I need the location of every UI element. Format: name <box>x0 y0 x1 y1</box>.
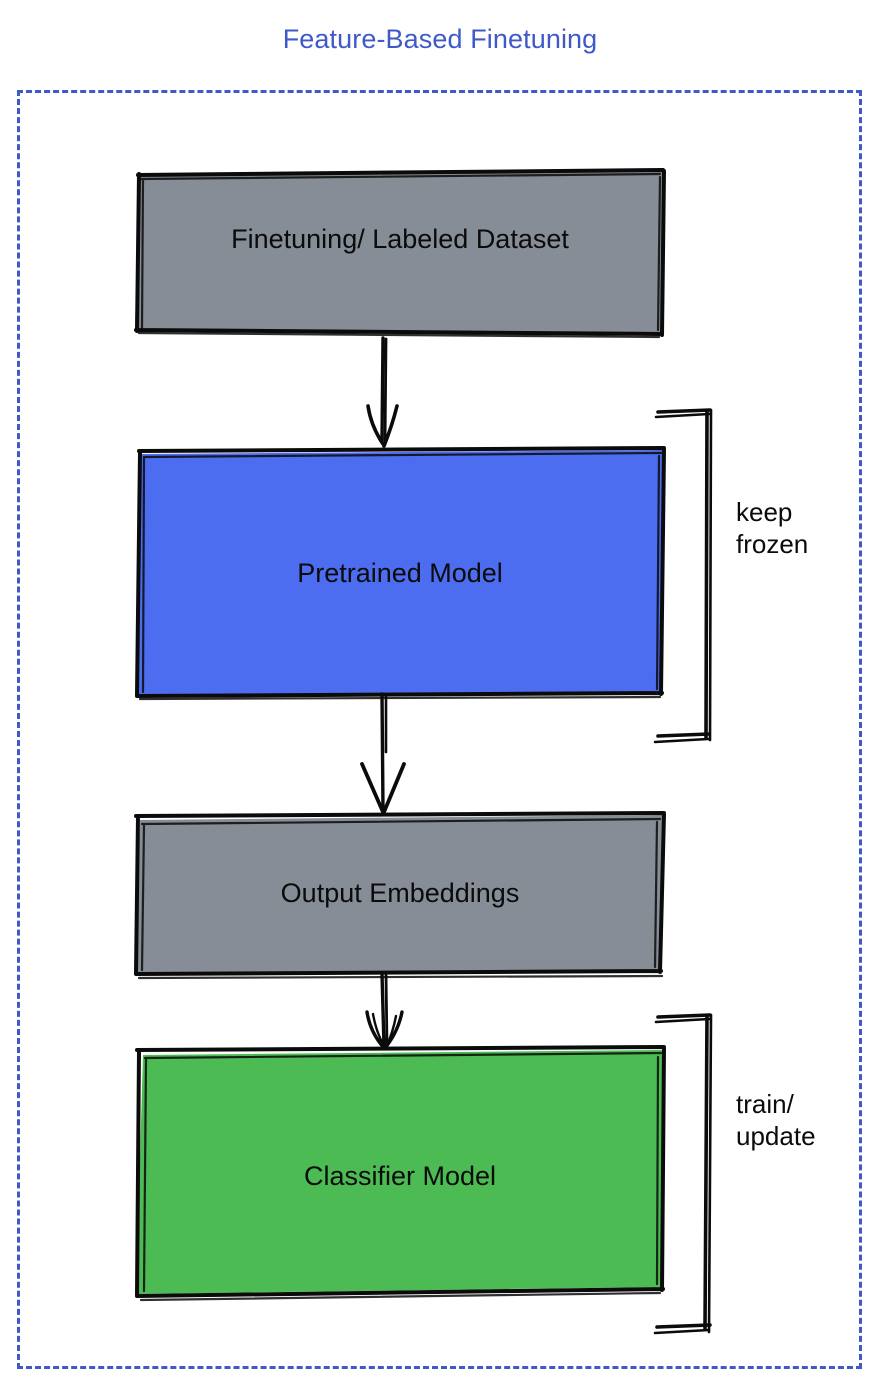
node-pretrained-model[interactable]: Pretrained Model <box>133 446 667 701</box>
diagram-frame <box>17 90 862 1369</box>
node-shape-embeddings <box>134 811 666 980</box>
node-shape-dataset <box>134 168 666 339</box>
node-shape-classifier <box>135 1045 666 1302</box>
node-finetuning-labeled-dataset[interactable]: Finetuning/ Labeled Dataset <box>133 168 667 340</box>
bracket-train-update <box>653 1013 713 1335</box>
node-classifier-model[interactable]: Classifier Model <box>133 1045 667 1302</box>
page-title: Feature-Based Finetuning <box>282 24 598 54</box>
arrow-pretrained-to-embeddings <box>360 692 406 814</box>
annotation-train-update: train/ update <box>736 1089 816 1151</box>
annotation-keep-frozen: keep frozen <box>736 497 809 559</box>
node-output-embeddings[interactable]: Output Embeddings <box>133 811 667 980</box>
arrow-dataset-to-pretrained <box>366 336 399 448</box>
node-shape-pretrained <box>135 446 666 701</box>
arrow-embeddings-to-classifier <box>365 972 404 1050</box>
bracket-keep-frozen <box>653 408 713 744</box>
